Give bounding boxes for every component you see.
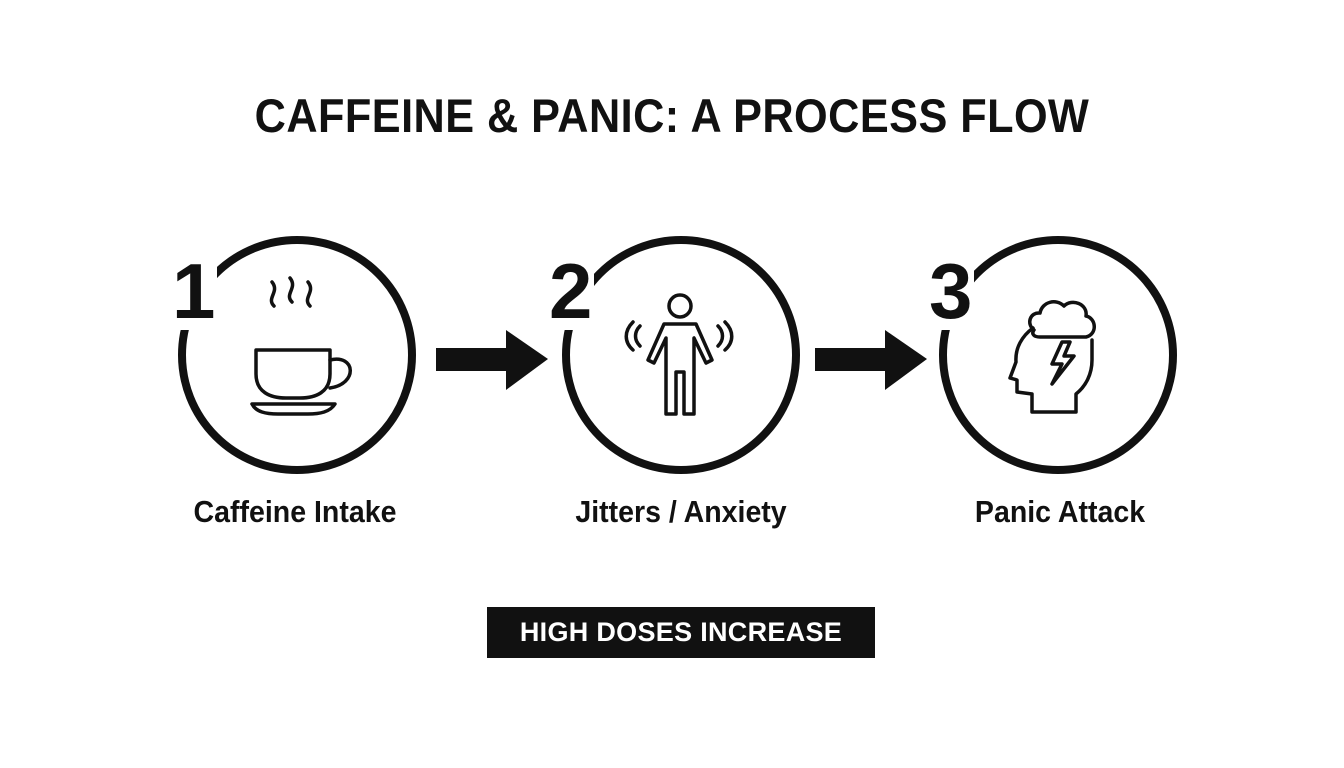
risk-note-badge: HIGH DOSES INCREASE RISK: [487, 607, 875, 698]
page-title: CAFFEINE & PANIC: A PROCESS FLOW: [254, 89, 1090, 142]
step-1-number: 1: [170, 247, 218, 335]
step-1-circle: [178, 236, 416, 474]
step-2-number: 2: [547, 247, 595, 335]
step-2-circle: [562, 236, 800, 474]
step-3-number: 3: [927, 247, 975, 335]
arrow-step-1-to-2: [436, 330, 548, 390]
step-3-circle: [939, 236, 1177, 474]
coffee-cup-icon: [250, 276, 352, 416]
step-1-label: Caffeine Intake: [193, 494, 397, 529]
step-3-label: Panic Attack: [974, 494, 1146, 529]
step-2-label: Jitters / Anxiety: [575, 494, 787, 529]
arrow-step-2-to-3: [815, 330, 927, 390]
head-storm-cloud-icon: [1008, 300, 1096, 414]
shaking-person-icon: [624, 293, 734, 416]
